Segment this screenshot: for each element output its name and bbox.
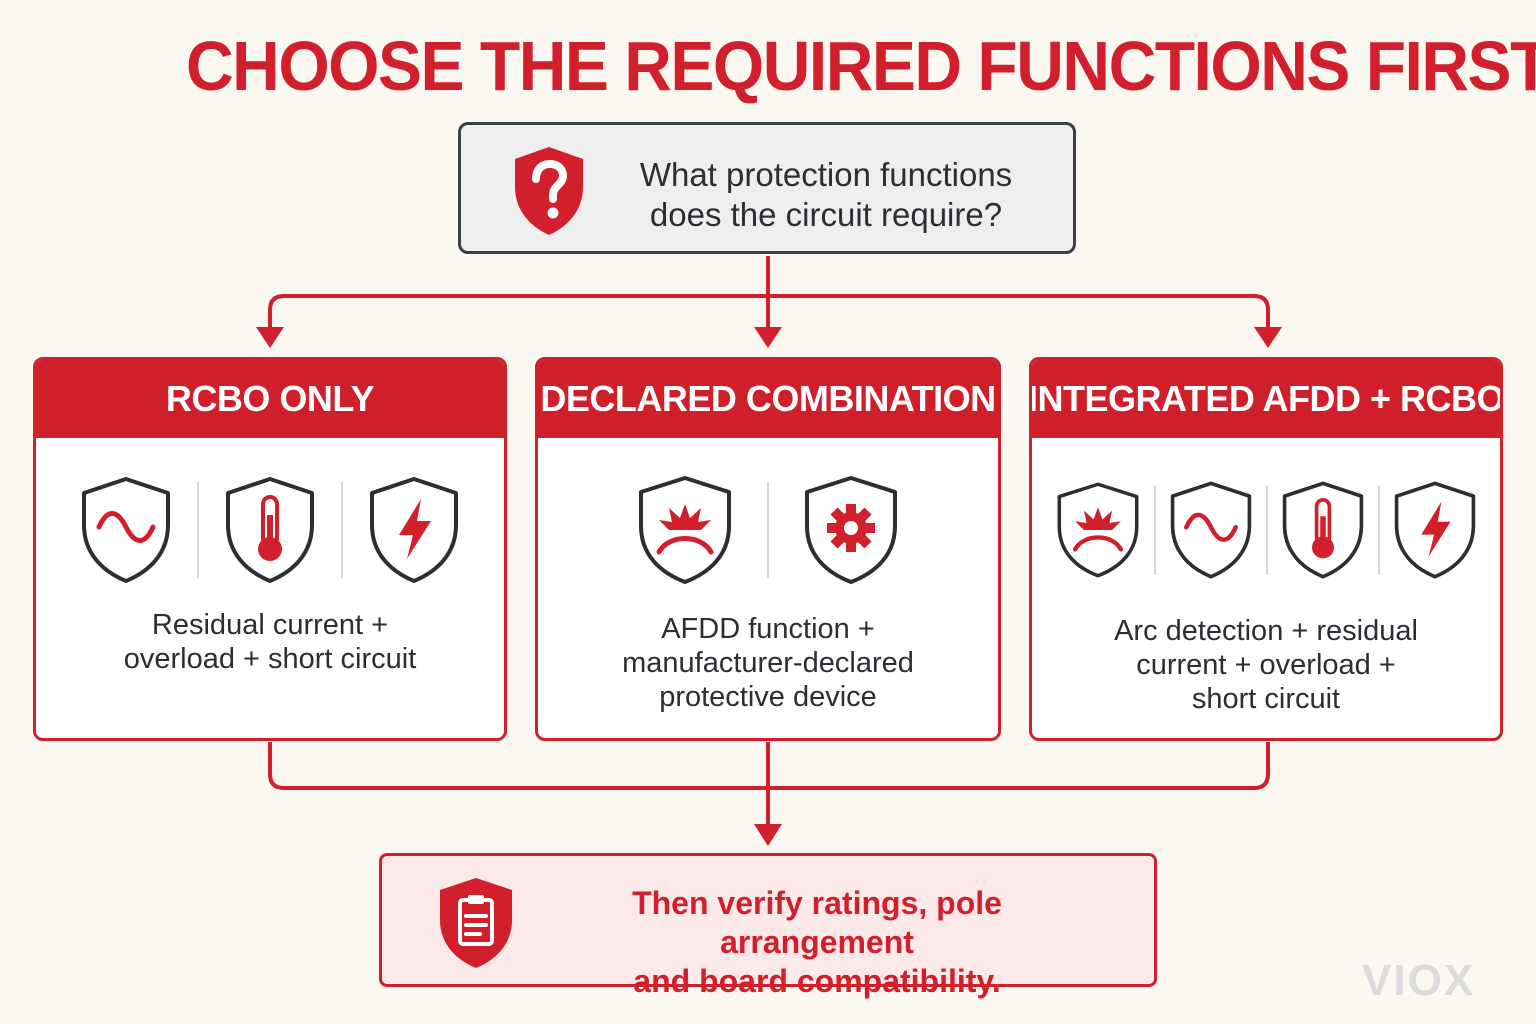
verify-line: and board compatibility. <box>633 963 1001 999</box>
icon-separator <box>1154 485 1156 575</box>
option-description: AFDD function + manufacturer-declared pr… <box>548 612 988 714</box>
arc-flash-shield-icon <box>1057 482 1139 578</box>
description-line: protective device <box>659 681 877 713</box>
sine-wave-shield-icon <box>82 477 170 583</box>
icon-separator <box>1266 485 1268 575</box>
option-description: Arc detection + residual current + overl… <box>1042 614 1490 716</box>
lightning-shield-icon <box>1394 481 1476 579</box>
connector-top-branch <box>268 294 1270 327</box>
page-title: CHOOSE THE REQUIRED FUNCTIONS FIRST <box>186 27 1536 105</box>
option-header: INTEGRATED AFDD + RCBO <box>1032 360 1500 438</box>
option-card-declared-combination: DECLARED COMBINATION AFDD functi <box>535 357 1001 741</box>
thermometer-shield-icon <box>1282 481 1364 579</box>
brand-watermark: VIOX <box>1362 956 1476 1005</box>
description-line: AFDD function + <box>661 613 875 645</box>
option-header: DECLARED COMBINATION <box>538 360 998 438</box>
gear-shield-icon <box>805 476 897 584</box>
icon-row <box>538 470 998 590</box>
sine-wave-shield-icon <box>1170 481 1252 579</box>
icon-separator <box>1378 485 1380 575</box>
icon-separator <box>197 482 199 578</box>
description-line: overload + short circuit <box>123 643 417 675</box>
question-text: What protection functions does the circu… <box>611 155 1041 235</box>
clipboard-shield-icon <box>440 878 512 968</box>
icon-row <box>1032 470 1500 590</box>
lightning-shield-icon <box>370 477 458 583</box>
shield-question-icon <box>515 147 583 235</box>
question-box: What protection functions does the circu… <box>458 122 1076 254</box>
option-header: RCBO ONLY <box>36 360 504 438</box>
option-card-rcbo-only: RCBO ONLY Residual current + overload + … <box>33 357 507 741</box>
thermometer-shield-icon <box>226 477 314 583</box>
description-line: Residual current + <box>151 609 389 641</box>
description-line: manufacturer-declared <box>622 647 914 679</box>
verify-box: Then verify ratings, pole arrangement an… <box>379 853 1157 999</box>
option-card-integrated-afdd-rcbo: INTEGRATED AFDD + RCBO Arc detection + r… <box>1029 357 1503 741</box>
question-line: does the circuit require? <box>649 196 1003 233</box>
arrow-to-declared-combination <box>754 327 782 348</box>
arc-flash-shield-icon <box>639 476 731 584</box>
verify-text: Then verify ratings, pole arrangement an… <box>542 884 1092 1001</box>
description-line: short circuit <box>1191 683 1341 715</box>
icon-separator <box>341 482 343 578</box>
verify-line: Then verify ratings, pole arrangement <box>632 885 1002 960</box>
icon-separator <box>767 482 769 578</box>
arrow-to-rcbo-only <box>256 327 284 348</box>
option-description: Residual current + overload + short circ… <box>46 608 494 676</box>
question-line: What protection functions <box>639 156 1013 193</box>
description-line: Arc detection + residual <box>1114 615 1418 647</box>
description-line: current + overload + <box>1136 649 1396 681</box>
arrow-to-verify <box>754 824 782 846</box>
arrow-to-integrated <box>1254 327 1282 348</box>
icon-row <box>36 470 504 590</box>
